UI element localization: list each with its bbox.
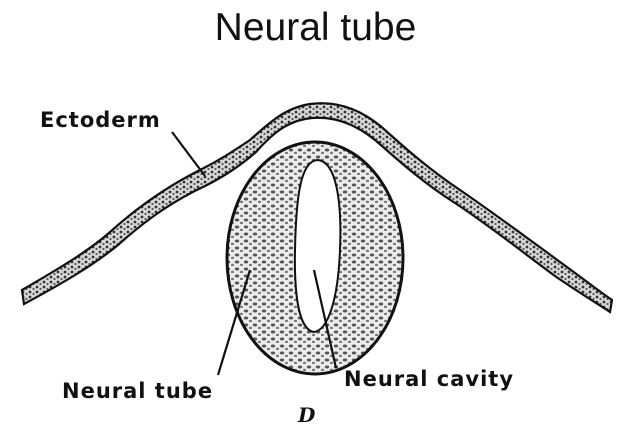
ectoderm-label: Ectoderm <box>40 108 161 132</box>
figure-letter: D <box>298 403 315 427</box>
neural-tube-label: Neural tube <box>62 379 213 403</box>
ectoderm-leader <box>172 132 205 176</box>
neural-cavity-label: Neural cavity <box>344 367 514 391</box>
